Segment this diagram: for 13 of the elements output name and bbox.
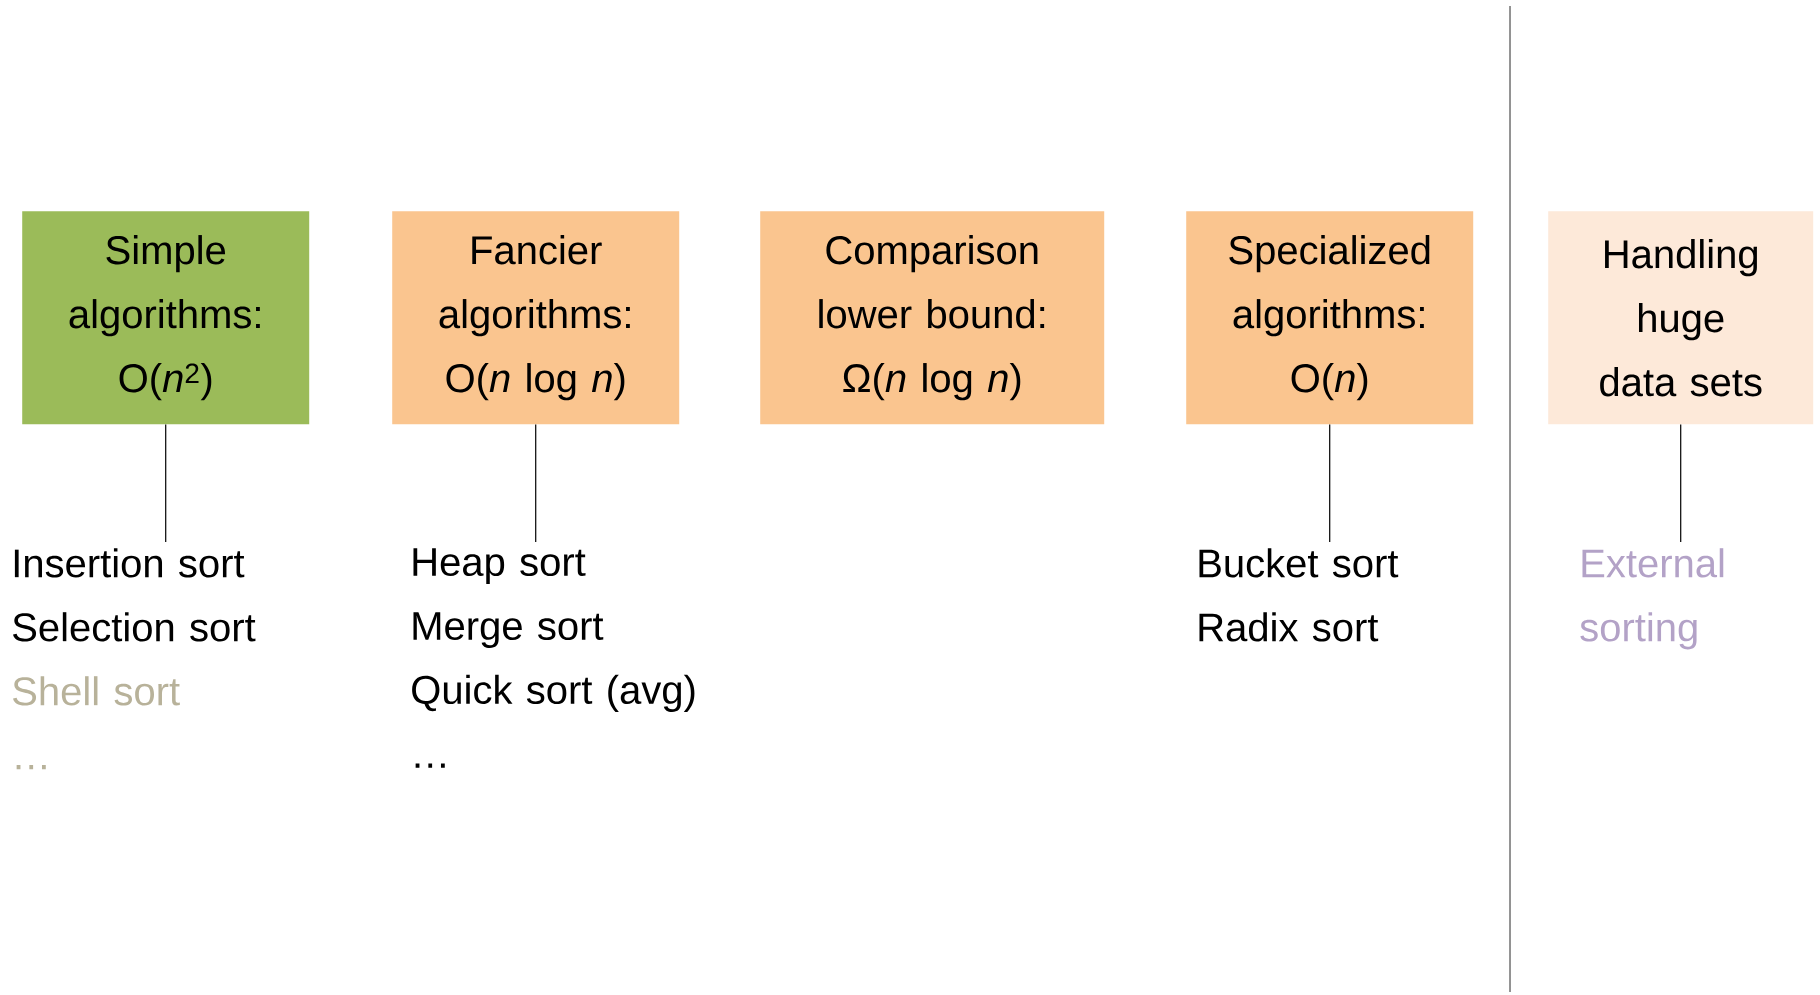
category-box: Fancier algorithms: O(n log n) [392,211,680,425]
leader-line [165,423,167,543]
category-box: Specialized algorithms: O(n) [1186,211,1474,425]
leader-line [1680,423,1682,543]
algorithm-list: Insertion sort Selection sort Shell sort … [13,548,256,770]
leader-line [535,423,537,543]
algorithm-list: Heap sort Merge sort Quick sort (avg) … [412,548,695,768]
category-box: Comparison lower bound: Ω(n log n) [760,211,1105,425]
algorithm-list: Bucket sort Radix sort [1199,548,1399,642]
algorithm-list: External sorting [1580,548,1724,650]
category-box: Handling huge data sets [1548,211,1814,425]
category-box: Simple algorithms: O(n$^{2}$) [22,211,310,425]
leader-line [1329,423,1331,543]
